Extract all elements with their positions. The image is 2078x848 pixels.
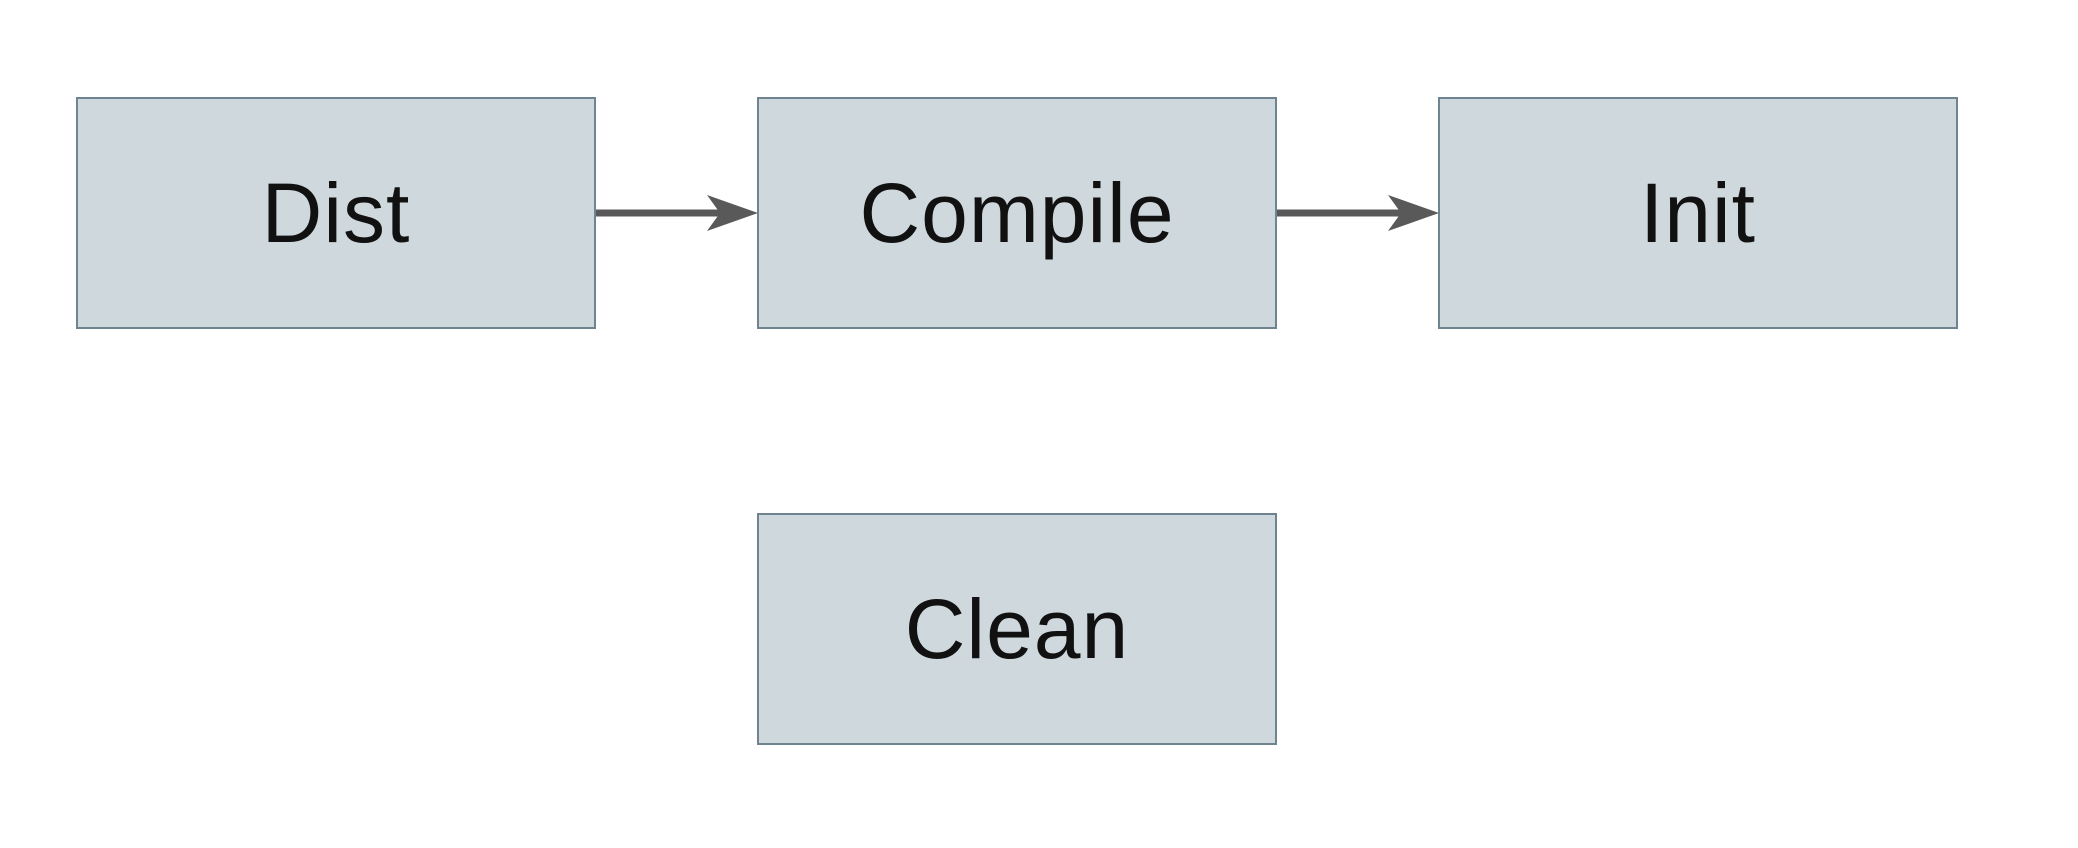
node-init-label: Init [1639, 166, 1757, 260]
node-dist: Dist [76, 97, 596, 329]
node-clean-label: Clean [904, 582, 1130, 676]
node-compile-label: Compile [859, 166, 1175, 260]
arrow-dist-to-compile-icon [596, 195, 758, 231]
node-dist-label: Dist [261, 166, 411, 260]
node-init: Init [1438, 97, 1958, 329]
arrow-compile-to-init-icon [1277, 195, 1439, 231]
node-clean: Clean [757, 513, 1277, 745]
node-compile: Compile [757, 97, 1277, 329]
